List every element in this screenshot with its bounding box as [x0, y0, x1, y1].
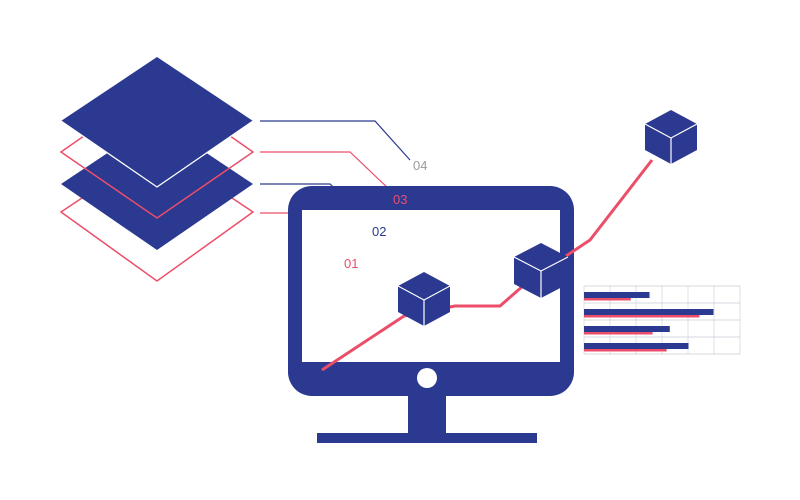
mini-chart-bar-pink — [584, 298, 631, 301]
cube-1-left — [398, 286, 424, 326]
mini-chart-bar-pink — [584, 349, 667, 352]
leader-line-03 — [260, 151, 391, 191]
cube-1-right — [424, 286, 450, 326]
cube-icon — [644, 110, 698, 164]
cube-icon — [513, 243, 569, 298]
leader-line-04 — [260, 120, 411, 161]
layer-label-01: 01 — [344, 256, 358, 271]
layer-04-fill — [61, 57, 253, 187]
mini-chart-bar-pink — [584, 315, 700, 318]
trend-line — [321, 159, 654, 372]
monitor-base — [317, 433, 537, 443]
layer-labels: 04 03 02 01 — [344, 158, 427, 271]
monitor-power-button — [417, 368, 437, 388]
layer-label-02: 02 — [372, 224, 386, 239]
cube-icon — [397, 272, 451, 326]
trend-line-inside — [321, 283, 525, 372]
trend-line-outside — [565, 159, 654, 258]
mini-chart-bar-navy — [584, 292, 650, 298]
layer-04-edge — [60, 120, 254, 188]
layer-stack — [59, 57, 255, 282]
cube-2-right — [541, 257, 568, 298]
cube-2-left — [514, 257, 541, 298]
layer-label-03: 03 — [393, 192, 407, 207]
layer-label-04: 04 — [413, 158, 427, 173]
horizontal-bar-chart-icon — [583, 285, 741, 355]
cube-3-left — [645, 124, 671, 164]
mini-chart-bar-navy — [584, 343, 689, 349]
mini-chart-bar-navy — [584, 309, 714, 315]
cube-3-right — [671, 124, 697, 164]
mini-chart-bar-pink — [584, 332, 653, 335]
monitor-neck — [408, 396, 446, 434]
mini-chart-bar-navy — [584, 326, 670, 332]
